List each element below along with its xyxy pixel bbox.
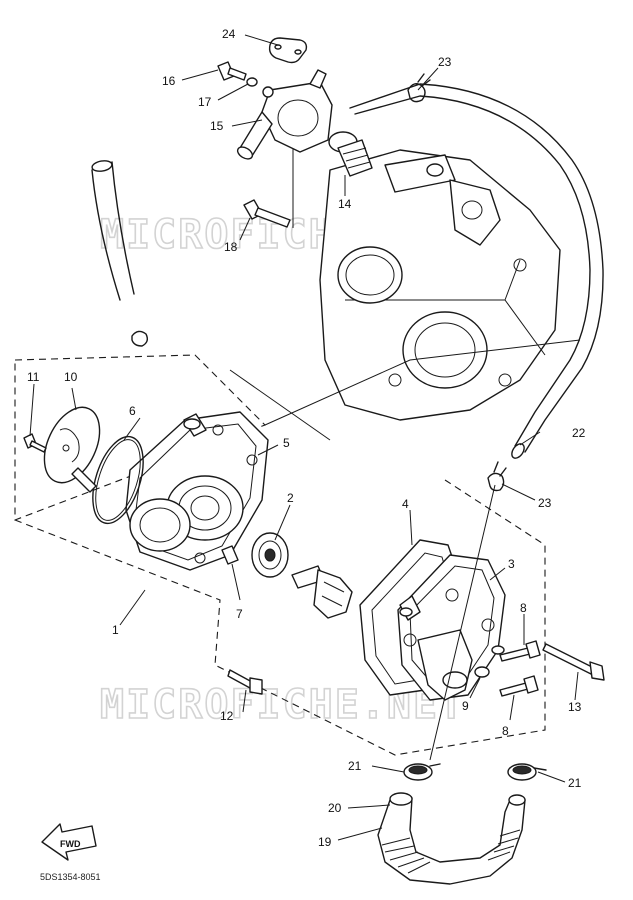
label-2: 2 [287, 491, 294, 505]
bolt-8-upper [499, 640, 541, 662]
screw-11 [23, 433, 47, 453]
hose-19-20 [377, 792, 526, 885]
leader-23-mid [501, 483, 536, 501]
leader-1 [119, 589, 146, 626]
label-18: 18 [224, 240, 238, 254]
leader-head-outline [264, 339, 581, 426]
label-24: 24 [222, 27, 236, 41]
leader-2 [274, 504, 291, 541]
hose-upper-left [91, 160, 135, 301]
thermostat-14 [328, 131, 373, 177]
bolt-16 [217, 61, 247, 81]
bolt-18 [243, 199, 291, 228]
label-21-left: 21 [348, 759, 362, 773]
leader-head-lower [229, 369, 331, 441]
leader-long-23 [429, 484, 496, 761]
pump-housing-5 [125, 411, 269, 571]
label-13: 13 [568, 700, 582, 714]
leader-5 [257, 444, 279, 456]
drawing-code: 5DS1354-8051 [40, 872, 101, 882]
leader-17 [217, 83, 249, 101]
label-14: 14 [338, 197, 352, 211]
label-21-right: 21 [568, 776, 582, 790]
bolt-13 [542, 643, 605, 681]
bolt-8-lower [499, 675, 539, 697]
label-10: 10 [64, 370, 78, 384]
washer-9b [491, 645, 505, 655]
label-4: 4 [402, 497, 409, 511]
pump-cover-3 [397, 554, 506, 701]
label-7: 7 [236, 607, 243, 621]
leader-10 [71, 387, 77, 411]
leader-24 [244, 34, 279, 46]
cylinder-head [319, 149, 561, 421]
label-23-top: 23 [438, 55, 452, 69]
leader-7 [231, 563, 241, 601]
o-ring-6 [92, 435, 144, 525]
label-12: 12 [220, 709, 234, 723]
leader-22 [519, 431, 541, 446]
pin-7 [221, 545, 239, 565]
impeller-shaft [291, 565, 353, 619]
leader-18 [239, 217, 251, 241]
label-22: 22 [572, 426, 586, 440]
label-3: 3 [508, 557, 515, 571]
leader-23-top [417, 67, 439, 91]
label-8-lower: 8 [502, 724, 509, 738]
fwd-label: FWD [60, 839, 81, 849]
label-20: 20 [328, 801, 342, 815]
label-1: 1 [112, 623, 119, 637]
bolt-12 [227, 669, 263, 695]
label-9: 9 [462, 699, 469, 713]
leader-15 [231, 119, 263, 127]
leader-12 [242, 689, 247, 713]
label-11: 11 [27, 370, 40, 384]
label-6: 6 [129, 404, 136, 418]
clamp-21-right [507, 763, 547, 781]
leader-9 [469, 677, 481, 699]
label-17: 17 [198, 95, 212, 109]
washer-17 [246, 77, 258, 87]
plate-10 [43, 406, 101, 493]
leader-19 [337, 827, 383, 841]
clamp-small-left [131, 330, 149, 347]
thermostat-cover-15 [236, 69, 333, 160]
label-23-mid: 23 [538, 496, 552, 510]
leader-21-left [371, 765, 405, 773]
leader-4 [409, 509, 413, 546]
label-8-upper: 8 [520, 601, 527, 615]
bracket-24 [268, 37, 308, 64]
leader-8b [509, 694, 515, 721]
label-15: 15 [210, 119, 224, 133]
clamp-21-left [403, 763, 441, 781]
bearing-2 [251, 532, 289, 578]
hose-22 [349, 83, 604, 459]
assembly-outline-right [14, 479, 546, 756]
leader-20 [347, 804, 391, 809]
label-5: 5 [283, 436, 290, 450]
leader-21-right [537, 771, 566, 783]
clamp-23-middle [487, 461, 507, 492]
label-19: 19 [318, 835, 332, 849]
leader-13 [574, 671, 579, 701]
clamp-23-top [407, 73, 431, 103]
leader-3 [489, 567, 506, 581]
label-16: 16 [162, 74, 176, 88]
assembly-outline-left [14, 354, 266, 521]
washer-9 [474, 666, 490, 678]
leader-16 [181, 69, 219, 81]
leader-6 [123, 417, 141, 441]
fwd-arrow-icon: FWD [41, 823, 97, 861]
leader-11 [29, 383, 35, 437]
